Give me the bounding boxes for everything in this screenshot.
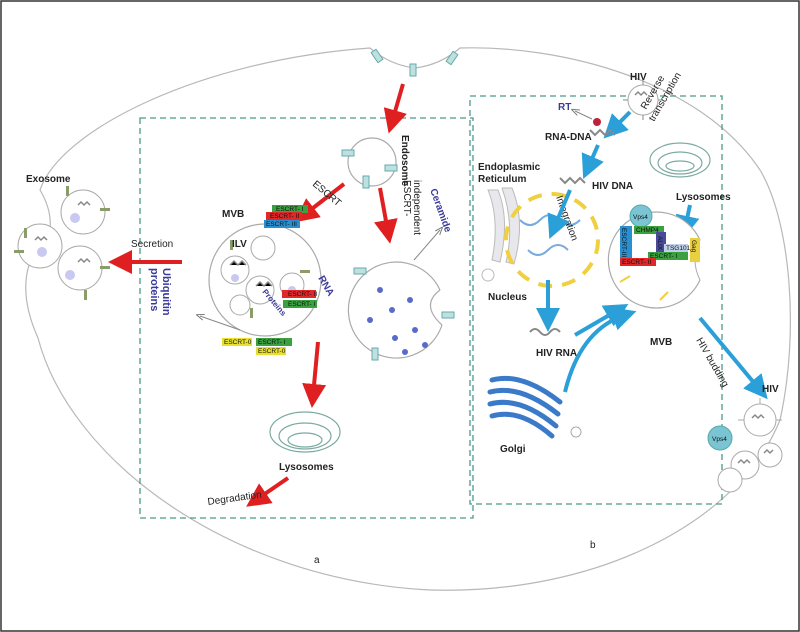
degradation-label: Degradation	[207, 489, 262, 507]
mvb-escrt	[208, 223, 322, 337]
panel-a-label: a	[314, 555, 320, 566]
membrane-proteins	[370, 48, 459, 77]
escrt-iii-b-label: ESCRT-III	[620, 228, 627, 257]
panel-b-label: b	[590, 540, 596, 551]
escrt-tags-a: ESCRT- I ESCRT- II ESCRT- III ESCRT- II …	[222, 205, 317, 355]
vps4-bottom-label: Vps4	[712, 436, 727, 443]
mvb-label: MVB	[222, 209, 244, 220]
escrt-independent-label-1: ESCRT-	[401, 180, 412, 217]
rt-label: RT	[558, 102, 571, 113]
gag-label: Gag	[690, 240, 697, 253]
proteins-label: proteins	[148, 268, 160, 311]
golgi-label: Golgi	[500, 444, 526, 455]
escrt-complex-b	[620, 226, 700, 266]
secretion-label: Secretion	[131, 239, 173, 250]
vps4-top-label: Vps4	[633, 214, 648, 221]
rt-pointer	[575, 111, 593, 120]
escrt-i-b-label: ESCRT- I	[650, 253, 678, 260]
endosome-to-mvb-arrow	[294, 182, 346, 223]
rna-dna-strand	[589, 128, 616, 137]
alix-label: ALIX	[656, 236, 663, 251]
lysosome-a	[269, 411, 341, 453]
lysosomes-a-label: Lysosomes	[279, 462, 334, 473]
rt-enzyme	[593, 118, 601, 126]
escrt-tag-5: ESCRT- I	[288, 301, 316, 308]
hiv-virion-top	[623, 80, 663, 120]
mvb-to-lysosome-arrow	[302, 341, 327, 408]
hiv-bottom-label: HIV	[762, 384, 779, 395]
exosome-label: Exosome	[26, 174, 71, 185]
ceramide-mvb	[347, 261, 455, 361]
tsg-label: TSG101	[666, 245, 691, 252]
endocytosis-arrow	[383, 83, 407, 134]
escrt-tag-6: ESCRT-0	[224, 339, 252, 346]
golgi	[487, 375, 582, 439]
hiv-entry-arrow	[603, 110, 632, 139]
escrt-independent-arrow	[374, 187, 398, 244]
endosome-label: Endosome	[399, 135, 410, 187]
chmp-label: CHMP4	[636, 227, 659, 234]
ilv-label: ILV	[232, 239, 247, 250]
ceramide-pointer	[413, 230, 440, 261]
hiv-rna-strand	[529, 328, 561, 336]
escrt-independent-label-2: independent	[411, 180, 422, 235]
rt-to-dna-arrow	[581, 144, 604, 180]
integration-arrow	[547, 189, 572, 240]
escrt-tag-4: ESCRT- II	[288, 291, 317, 298]
escrt-tag-8: ESCRT-0	[258, 348, 286, 355]
ubiquitin-label: Ubiquitin	[160, 268, 172, 316]
budding-arrow	[698, 316, 768, 400]
exosomes	[14, 186, 110, 300]
escrt-tag-1: ESCRT- I	[276, 206, 304, 213]
escrt-tag-2: ESCRT- II	[270, 213, 299, 220]
hiv-rna-label: HIV RNA	[536, 348, 577, 359]
mvb-b-label: MVB	[650, 337, 672, 348]
ceramide-label: Ceramide	[427, 187, 453, 234]
hiv-dna-strand	[559, 176, 586, 185]
hiv-dna-label: HIV DNA	[592, 181, 633, 192]
nucleus	[504, 192, 600, 288]
endosome	[341, 137, 398, 189]
panel-a-box	[139, 117, 474, 519]
er-label-2: Reticulum	[478, 174, 526, 185]
vps4-bottom-node	[707, 425, 733, 451]
hiv-budding-label: HIV budding	[693, 336, 730, 389]
golgi-to-mvb-arrow	[563, 307, 637, 393]
degradation-arrow	[246, 476, 290, 507]
ubiquitin-pointer	[200, 316, 241, 331]
hiv-top-label: HIV	[630, 72, 647, 83]
panel-b-box	[469, 95, 723, 505]
er-label-1: Endoplasmic	[478, 162, 541, 173]
endoplasmic-reticulum	[481, 187, 521, 282]
cell-membrane	[25, 47, 792, 591]
lysosome-b	[649, 142, 711, 178]
budding-virions	[717, 398, 783, 493]
nucleus-label: Nucleus	[488, 292, 527, 303]
escrt-tag-7: ESCRT- I	[258, 339, 286, 346]
escrt-ii-b-label: ESCRT- II	[622, 259, 651, 266]
lysosomes-b-label: Lysosomes	[676, 192, 731, 203]
rna-dna-label: RNA-DNA	[545, 132, 592, 143]
escrt-tag-3: ESCRT- III	[266, 221, 297, 228]
